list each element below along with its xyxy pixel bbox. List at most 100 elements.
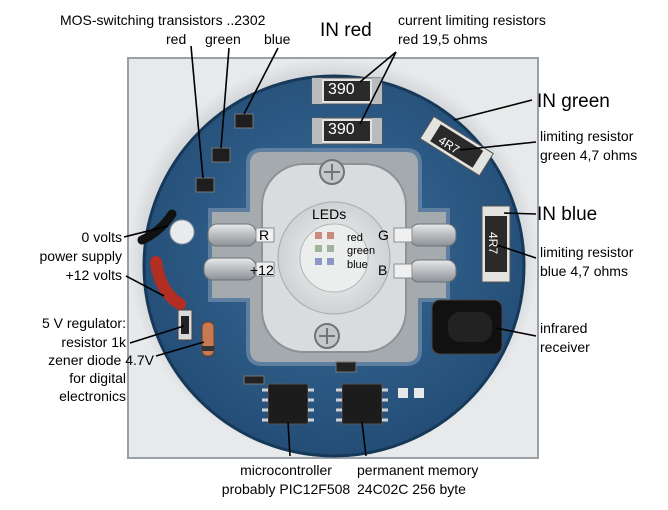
line-memory xyxy=(361,421,367,457)
smd-part-1 xyxy=(335,361,357,373)
resistor-red-top-cap-l xyxy=(312,78,322,104)
label-current-limiting-2: red 19,5 ohms xyxy=(398,31,488,47)
resistor-red-top-marking: 390 xyxy=(328,81,355,98)
label-mos-blue: blue xyxy=(264,31,291,47)
lead-r xyxy=(255,227,275,243)
solder-pad-g xyxy=(409,223,457,247)
led-die-red-2 xyxy=(327,232,334,239)
wire-red xyxy=(150,256,186,310)
led-title: LEDs xyxy=(312,206,347,222)
smd-part-2 xyxy=(243,375,265,385)
resistor-red-top-body xyxy=(324,81,370,101)
led-die-red xyxy=(315,232,322,239)
led-die-green-2 xyxy=(327,245,334,252)
label-zero-volts: 0 volts xyxy=(81,229,122,245)
label-memory-1: permanent memory xyxy=(357,462,479,478)
capacitor xyxy=(169,219,195,245)
label-in-blue: IN blue xyxy=(537,204,598,225)
leader-lines xyxy=(123,45,537,457)
line-twelve xyxy=(125,275,165,297)
lead-12 xyxy=(255,261,275,277)
label-mos-green: green xyxy=(205,31,241,47)
label-power-supply: power supply xyxy=(39,248,123,264)
label-limiting-blue-2: blue 4,7 ohms xyxy=(540,263,628,279)
lead-b xyxy=(393,263,413,279)
screw-top-slot xyxy=(324,164,340,180)
pad-label-r: R xyxy=(259,227,270,243)
transistor-blue xyxy=(234,113,254,129)
label-limiting-blue-1: limiting resistor xyxy=(540,244,634,260)
mem-pins-right xyxy=(382,388,388,422)
line-res-red-bot xyxy=(359,51,397,125)
line-resistor xyxy=(129,325,185,344)
led-label-red: red xyxy=(347,232,363,244)
mem-pins-left xyxy=(336,388,342,422)
resistor-blue-marking: 4R7 xyxy=(486,231,501,255)
solder-pad-r xyxy=(207,223,257,247)
label-twelve-volts: +12 volts xyxy=(65,267,122,283)
label-regulator-4: for digital xyxy=(69,370,126,386)
solder-pad-b xyxy=(409,259,457,283)
lead-g xyxy=(393,227,413,243)
label-memory-2: 24C02C 256 byte xyxy=(357,481,466,497)
ir-receiver-lens xyxy=(448,312,492,342)
zener-band xyxy=(202,346,214,351)
line-ir xyxy=(495,327,537,337)
label-regulator-3: zener diode 4.7V xyxy=(48,352,154,368)
regulator-resistor-body xyxy=(181,316,189,334)
line-mos-red xyxy=(190,45,204,179)
label-infrared-1: infrared xyxy=(540,320,588,336)
label-mos-title: MOS-switching transistors ..2302 xyxy=(60,12,266,28)
housing-shadow xyxy=(127,57,539,459)
line-lim-blue xyxy=(493,243,537,259)
solder-pad-12 xyxy=(203,257,257,281)
led-label-green: green xyxy=(347,245,376,257)
ic-pins xyxy=(262,388,388,422)
line-in-green xyxy=(453,99,533,121)
pad-label-g: G xyxy=(378,227,389,243)
resistor-green xyxy=(419,115,494,177)
label-regulator-5: electronics xyxy=(59,388,126,404)
transistor-green xyxy=(211,147,231,163)
line-zero xyxy=(123,225,169,238)
label-mos-red: red xyxy=(166,31,187,47)
mcu-pins-left xyxy=(262,388,268,422)
resistor-red-bottom-cap-r xyxy=(372,118,382,144)
mcu-pins-right xyxy=(308,388,314,422)
memory-chip xyxy=(341,383,383,425)
label-regulator-1: 5 V regulator: xyxy=(41,315,126,331)
label-in-green: IN green xyxy=(537,91,610,112)
resistor-green-body xyxy=(430,124,484,168)
label-micro-2: probably PIC12F508 xyxy=(221,481,351,497)
label-infrared-2: receiver xyxy=(540,339,590,355)
wire-black xyxy=(137,209,177,245)
resistor-red-bottom-marking: 390 xyxy=(328,121,355,138)
resistor-red-bottom-cap-l xyxy=(312,118,322,144)
line-mos-green xyxy=(220,47,230,149)
microcontroller-chip xyxy=(267,383,309,425)
smd-pad-1 xyxy=(398,388,408,398)
label-regulator-2: resistor 1k xyxy=(61,334,126,350)
pad-label-b: B xyxy=(378,262,388,278)
led-die-blue xyxy=(315,258,322,265)
led-die-green xyxy=(315,245,322,252)
smd-pad-2 xyxy=(414,388,424,398)
transistor-red xyxy=(195,177,215,193)
label-micro-1: microcontroller xyxy=(240,462,332,478)
line-micro xyxy=(287,421,291,457)
label-limiting-green-1: limiting resistor xyxy=(540,128,634,144)
pcb-edge xyxy=(142,74,526,458)
led-die-blue-2 xyxy=(327,258,334,265)
screw-bottom-slot xyxy=(319,328,335,344)
line-zener xyxy=(155,341,205,357)
pad-label-plus12: +12 xyxy=(250,262,274,278)
label-limiting-green-2: green 4,7 ohms xyxy=(540,147,638,163)
line-lim-green xyxy=(459,141,537,151)
line-mos-blue xyxy=(243,47,279,115)
line-res-red-top xyxy=(359,51,397,83)
label-in-red: IN red xyxy=(320,20,372,41)
led-label-blue: blue xyxy=(347,259,368,271)
resistor-red-bottom-body xyxy=(324,121,370,141)
